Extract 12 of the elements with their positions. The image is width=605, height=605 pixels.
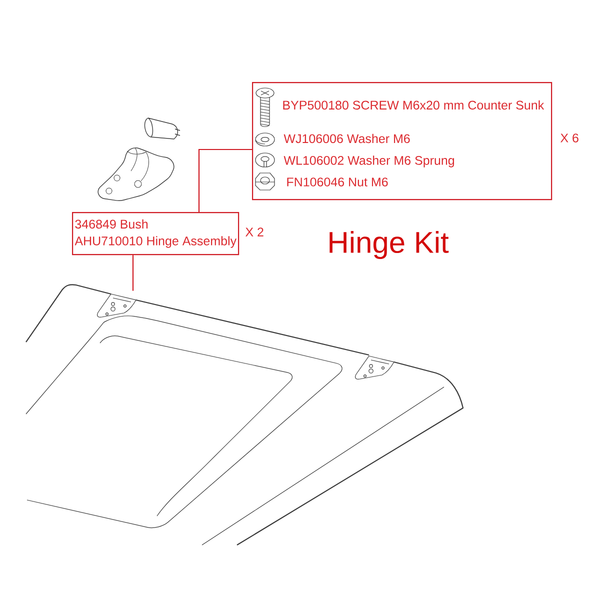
quantity-label: X 2 — [245, 228, 264, 236]
hinge-pad — [97, 294, 136, 318]
part-label: 346849 Bush — [75, 219, 148, 229]
leader-line — [198, 148, 252, 212]
title: Hinge Kit — [330, 231, 449, 259]
quantity-label: X 6 — [560, 134, 578, 142]
part-label: AHU710010 Hinge Assembly — [74, 236, 237, 248]
part-label: BYP500180 SCREW M6x20 mm Counter Sunk — [283, 100, 544, 110]
part-label: FN106046 Nut M6 — [287, 178, 388, 186]
part-label: WL106002 Washer M6 Sprung — [284, 156, 454, 168]
leader-line — [132, 255, 134, 291]
part-label: WJ106006 Washer M6 — [284, 134, 410, 144]
